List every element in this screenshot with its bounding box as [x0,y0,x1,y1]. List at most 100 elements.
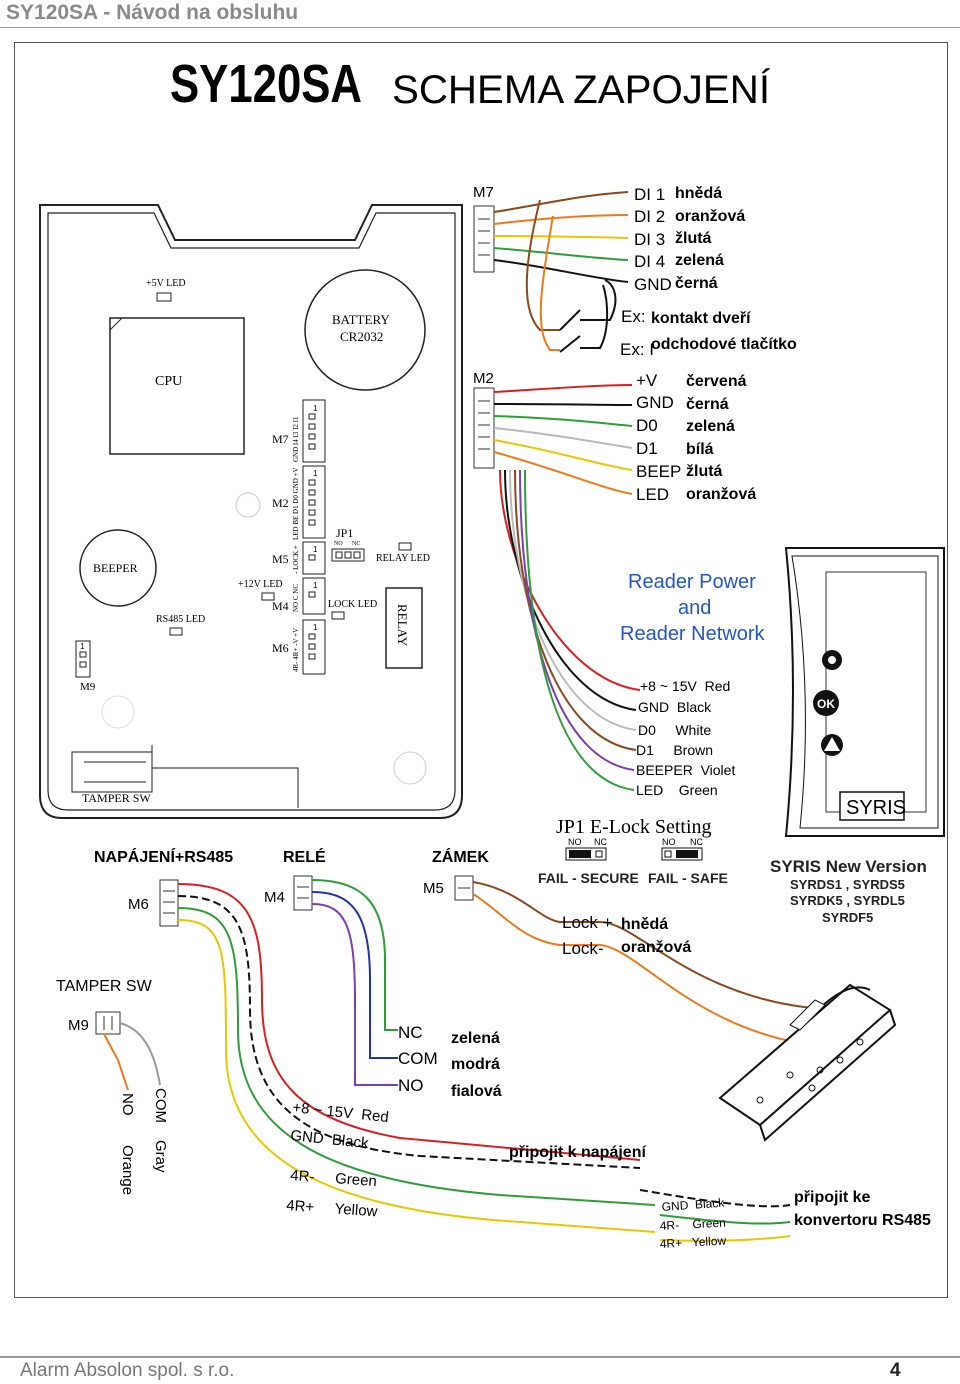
rs485-note-line2: konvertoru RS485 [794,1212,931,1229]
m2-label: M2 [473,370,494,387]
mount-hole [393,751,427,785]
model-line-2: SYRDK5 , SYRDL5 [790,893,905,908]
jp1-secure-nc: NC [594,837,607,847]
m2-color-v: červená [686,373,747,390]
m7-pin-di4: DI 4 [634,252,665,271]
plus12v-led [261,592,275,601]
m2-pin-names: LED BE D1 D0 GND +V [292,467,300,540]
m4-pin1: 1 [313,581,318,590]
m9-pin1: 1 [80,642,85,651]
m5-board-label: M5 [272,552,289,566]
fail-safe-label: FAIL - SAFE [648,870,728,886]
reader-title-line3: Reader Network [620,623,766,645]
m7-color-di3: žlutá [675,230,712,247]
wire-reader-black [504,469,637,711]
tamper-sw-label: TAMPER SW [82,791,151,805]
m7-pin-di1: DI 1 [634,185,665,204]
section-lock: ZÁMEK [432,847,489,866]
wire-power-red [177,883,641,1161]
m9-connector: 1 M9 [75,640,96,693]
wire-tamper-gray [119,1022,161,1086]
rs485-note-line1: připojit ke [794,1189,871,1206]
warning-icon [821,734,843,756]
m5-pin1: 1 [313,545,318,554]
relay: RELAY [385,587,423,669]
m9-wire-gray: Gray [152,1140,169,1173]
m9-wire-orange: Orange [119,1145,136,1195]
wire-relay-com [311,891,398,1059]
jp1-setting-title: JP1 E-Lock Setting [556,816,712,838]
syris-new-version: SYRIS New Version SYRDS1 , SYRDS5 SYRDK5… [770,857,927,925]
relay-label: RELAY [395,604,410,647]
m6-wire-4r-minus: 4R- Green [290,1167,378,1190]
new-version-title: SYRIS New Version [770,857,927,876]
document-title: SY120SA - Návod na obsluhu [6,1,299,24]
m2-color-d1: bílá [686,441,714,458]
jp1-no-label: NO [334,541,343,547]
section-power: NAPÁJENÍ+RS485 [94,847,233,866]
jp1-nc-label: NC [352,541,360,547]
reader-title-line1: Reader Power [628,571,756,593]
cpu-label: CPU [155,374,182,389]
tamper-switch: TAMPER SW [71,745,299,808]
reader-wire-beeper: BEEPER Violet [636,762,735,778]
relay-led-label: RELAY LED [376,553,430,564]
m2-pins: +V GND D0 D1 BEEP LED červená černá zele… [636,371,756,504]
reader-wire-d1: D1 Brown [636,742,713,758]
m5-label: M5 [423,880,444,897]
wire-relay-no [311,903,398,1086]
m9-wire-com: COM [152,1088,169,1123]
model-line-1: SYRDS1 , SYRDS5 [790,877,905,892]
lock-plus-pin: Lock + [562,913,613,932]
m2-pin-beeper: BEEP [636,462,681,481]
wire-reader-white [509,469,637,731]
wire-di2-orange [493,214,629,225]
m4-detail: M4 NC COM NO zelená modrá fialová [264,875,502,1100]
wire-reader-red [499,469,641,691]
tamper-label: TAMPER SW [56,978,153,995]
m2-pin1: 1 [313,469,318,478]
wire-lock-brown [472,881,851,1011]
wire-rs485-yellow [177,919,656,1233]
jp1-board-label: JP1 [336,526,353,540]
wire-exit-button [539,215,560,351]
wire-power-black [177,895,641,1169]
jp1-safe-no: NO [662,837,676,847]
m7-pins: DI 1 DI 2 DI 3 DI 4 GND hnědá oranžová ž… [620,185,797,359]
power-note: připojit k napájení [509,1144,646,1161]
wire-di4-green [493,247,629,261]
wire-tamper-orange [103,1033,129,1091]
m9-detail: TAMPER SW M9 NO COM Orange Gray [56,978,169,1195]
wire-rs485-green [177,907,656,1206]
diagram-title: SCHEMA ZAPOJENÍ [392,67,771,112]
m6-pin1: 1 [313,623,318,632]
wire-reader-brown [514,469,637,751]
cpu-chip: CPU [109,317,245,455]
m7-color-di2: oranžová [675,208,745,225]
relay-com-pin: COM [398,1049,438,1068]
ok-label: OK [817,697,835,711]
mount-hole [235,492,261,518]
mount-hole [101,695,135,729]
m7-pin1: 1 [313,404,318,413]
lock-minus-color: oranžová [621,939,691,956]
m7-board-label: M7 [272,432,289,446]
m7-label: M7 [473,184,494,201]
m2-color-beeper: žlutá [686,463,723,480]
controller-board: +5V LED CPU BATTERY CR2032 BEEPER +12V L… [39,204,463,819]
plus5v-led [156,292,172,302]
m4-board-label: M4 [272,599,289,613]
m2-color-gnd: černá [686,396,729,413]
lock-minus-pin: Lock- [562,939,604,958]
reader-title-line2: and [678,597,711,619]
m7-terminal [473,205,495,273]
ok-icon: OK [813,690,839,716]
m7-pin-gnd: GND [634,275,672,294]
m2-terminal [473,387,495,469]
relay-nc-color: zelená [451,1030,500,1047]
rs485-led [169,627,183,636]
m9-wire-no: NO [119,1093,136,1116]
diagram-model-title: SY120SA [170,54,362,114]
header-divider [0,27,960,28]
m6-board-label: M6 [272,641,289,655]
